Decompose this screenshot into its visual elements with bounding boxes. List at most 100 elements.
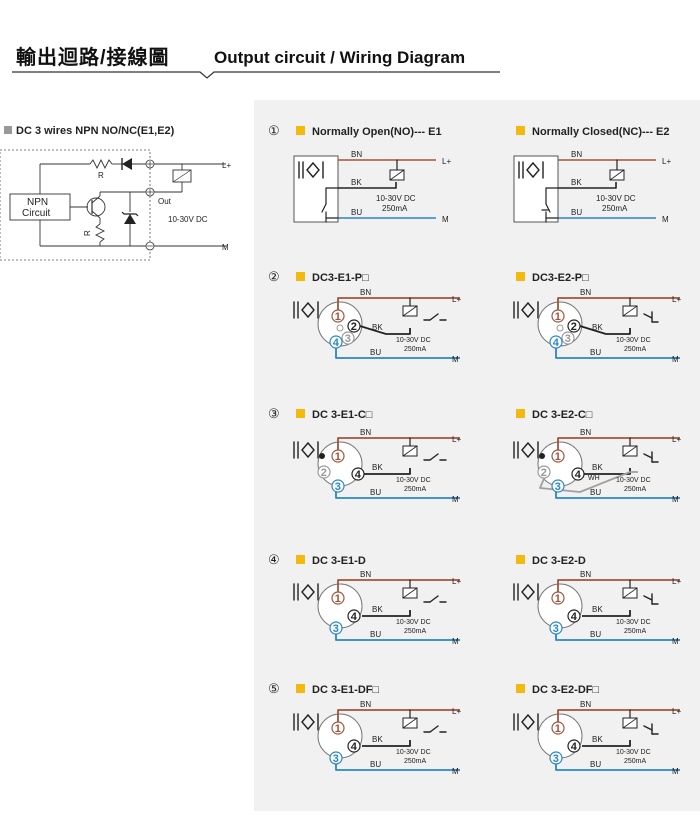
- sensor-icon: [513, 441, 539, 459]
- wire-bn: [557, 437, 680, 454]
- label-bk: BK: [571, 178, 582, 187]
- label-bk: BK: [351, 178, 362, 187]
- switch-nc: [643, 723, 659, 735]
- sensor-diamond: [301, 713, 315, 731]
- pin-4: 4: [567, 609, 581, 623]
- switch-blade: [643, 313, 653, 319]
- pin-circle: [329, 751, 343, 765]
- yellow-marker: [516, 555, 525, 564]
- label-volt: 10-30V DC: [396, 619, 431, 626]
- pin-4: 4: [351, 467, 365, 481]
- sensor-diamond: [521, 441, 535, 459]
- relay-diagonal: [622, 717, 638, 729]
- switch-no: [423, 595, 447, 603]
- section-number: ③: [268, 406, 280, 421]
- yellow-marker: [296, 684, 305, 693]
- label-lplus: L+: [672, 577, 681, 586]
- pin-4: 4: [347, 739, 361, 753]
- label-current: 250mA: [602, 204, 628, 213]
- relay-coil: [402, 717, 418, 729]
- wire-bk: [582, 610, 631, 617]
- pin-circle: [551, 591, 565, 605]
- label-bn: BN: [351, 150, 362, 159]
- right-model-title: DC 3-E2-D: [532, 555, 586, 567]
- switch-blade: [643, 453, 653, 459]
- label-lplus: L+: [672, 295, 681, 304]
- label-bn: BN: [580, 570, 591, 579]
- section-number: ①: [268, 123, 280, 138]
- label-current: 250mA: [382, 204, 408, 213]
- label-volt: 10-30V DC: [396, 477, 431, 484]
- label-m: M: [442, 215, 449, 224]
- relay-diagonal: [609, 169, 625, 181]
- pin-circle: [317, 465, 331, 479]
- sensor-icon: [513, 713, 539, 731]
- label-volt: 10-30V DC: [396, 749, 431, 756]
- sensor-diamond: [526, 161, 540, 179]
- label-bu: BU: [370, 630, 381, 639]
- sensor-diamond: [301, 441, 315, 459]
- label-bn: BN: [580, 288, 591, 297]
- pin-number: 1: [335, 451, 341, 463]
- wire-bk: [558, 182, 617, 189]
- pin-circle: [347, 739, 361, 753]
- label-m: M: [452, 355, 459, 364]
- label-current: 250mA: [404, 758, 427, 765]
- pin-number: 3: [553, 623, 559, 635]
- section-number: ⑤: [268, 681, 280, 696]
- sensor-diamond: [521, 301, 535, 319]
- pin-circle: [567, 609, 581, 623]
- pin-number: 3: [333, 623, 339, 635]
- wire-bn: [337, 579, 460, 596]
- pin-number: 3: [553, 753, 559, 765]
- section-number: ②: [268, 269, 280, 284]
- left-heading: DC 3 wires NPN NO/NC(E1,E2): [16, 125, 175, 137]
- wire-bk: [362, 740, 411, 747]
- sensor-diamond: [521, 583, 535, 601]
- label-bk: BK: [372, 323, 383, 332]
- left-model-title: Normally Open(NO)--- E1: [312, 126, 442, 138]
- label-lplus: L+: [452, 295, 461, 304]
- switch-no: [423, 725, 447, 733]
- relay-diagonal: [402, 587, 418, 599]
- label-bk: BK: [372, 463, 383, 472]
- pin-3: 3: [329, 621, 343, 635]
- pin-circle: [331, 591, 345, 605]
- pin-number: 3: [345, 333, 351, 345]
- label-volt: 10-30V DC: [616, 337, 651, 344]
- switch-blade: [643, 725, 653, 731]
- label-bu: BU: [590, 630, 601, 639]
- label-current: 250mA: [404, 628, 427, 635]
- pin-4: 4: [567, 739, 581, 753]
- switch-blade: [321, 203, 327, 213]
- wire-bn: [557, 297, 680, 314]
- label-wh: WH: [588, 475, 600, 482]
- sensor-diamond: [301, 583, 315, 601]
- wire-bk: [579, 325, 631, 335]
- switch-blade: [545, 203, 551, 213]
- sensor-icon: [513, 301, 539, 319]
- pin-number: 2: [321, 467, 327, 479]
- title-underline: [12, 71, 500, 79]
- wire-bn: [557, 709, 680, 726]
- label-lplus: L+: [452, 435, 461, 444]
- switch-no: [423, 313, 447, 321]
- pin-3: 3: [551, 479, 565, 493]
- sensor-diamond: [301, 301, 315, 319]
- right-model-title: DC 3-E2-DF□: [532, 684, 600, 696]
- left-model-title: DC3-E1-P□: [312, 272, 369, 284]
- resistor-label-top: R: [98, 171, 104, 180]
- pin-4: 4: [329, 335, 343, 349]
- label-bu: BU: [370, 488, 381, 497]
- pin-number: 3: [565, 333, 571, 345]
- pin-number: 4: [553, 337, 560, 349]
- relay-coil: [622, 587, 638, 599]
- label-bk: BK: [592, 323, 603, 332]
- label-lplus: L+: [672, 435, 681, 444]
- wire-bn: [337, 709, 460, 726]
- sensor-diamond: [521, 713, 535, 731]
